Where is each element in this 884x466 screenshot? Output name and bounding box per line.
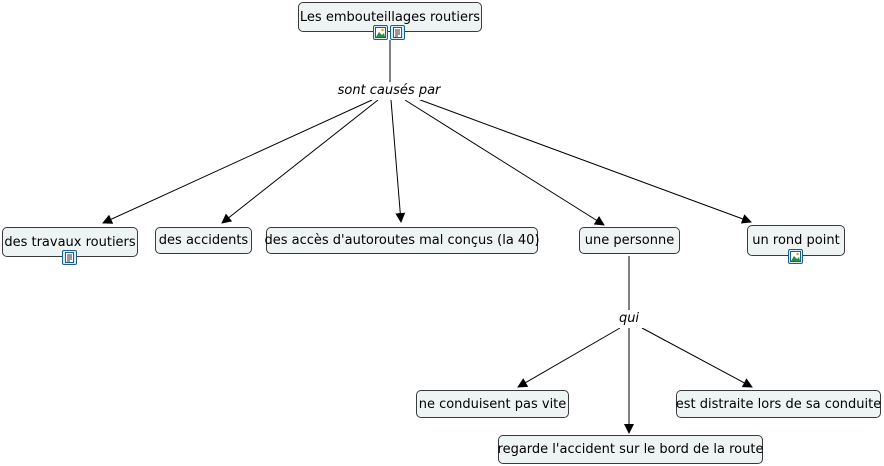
concept-label: des accidents (158, 233, 249, 248)
concept-accidents[interactable]: des accidents (155, 227, 252, 254)
document-resource-icon[interactable] (390, 25, 405, 40)
arrow-to-accidents (221, 99, 379, 224)
image-resource-icon[interactable] (788, 249, 803, 264)
concept-label: ne conduisent pas vite (418, 396, 567, 412)
concept-regarde-accident[interactable]: regarde l'accident sur le bord de la rou… (498, 435, 763, 464)
arrow-to-acces (390, 99, 406, 223)
concept-label: est distraite lors de sa conduite (675, 396, 882, 412)
arrow-to-distraite (641, 327, 753, 388)
arrow-to-conduisent (517, 327, 621, 388)
document-resource-icon[interactable] (62, 250, 77, 265)
linking-phrase-qui: qui (612, 310, 646, 328)
concept-label: des travaux routiers (4, 234, 136, 250)
concept-label: une personne (584, 233, 675, 248)
linking-phrase-sont-causes-par: sont causés par (336, 82, 442, 100)
arrow-to-personne (404, 99, 605, 226)
concept-une-personne[interactable]: une personne (579, 227, 680, 254)
image-resource-icon[interactable] (373, 25, 388, 40)
arrow-to-travaux (102, 99, 373, 224)
concept-label: Les embouteillages routiers (299, 9, 481, 25)
arrow-to-rond-point (414, 97, 752, 224)
concept-label: un rond point (752, 233, 840, 248)
concept-label: des accès d'autoroutes mal conçus (la 40… (264, 233, 540, 248)
concept-distraite[interactable]: est distraite lors de sa conduite (676, 390, 881, 418)
concept-label: regarde l'accident sur le bord de la rou… (497, 442, 764, 457)
concept-acces-autoroutes[interactable]: des accès d'autoroutes mal conçus (la 40… (264, 227, 540, 254)
concept-ne-conduisent-pas-vite[interactable]: ne conduisent pas vite (416, 390, 569, 418)
